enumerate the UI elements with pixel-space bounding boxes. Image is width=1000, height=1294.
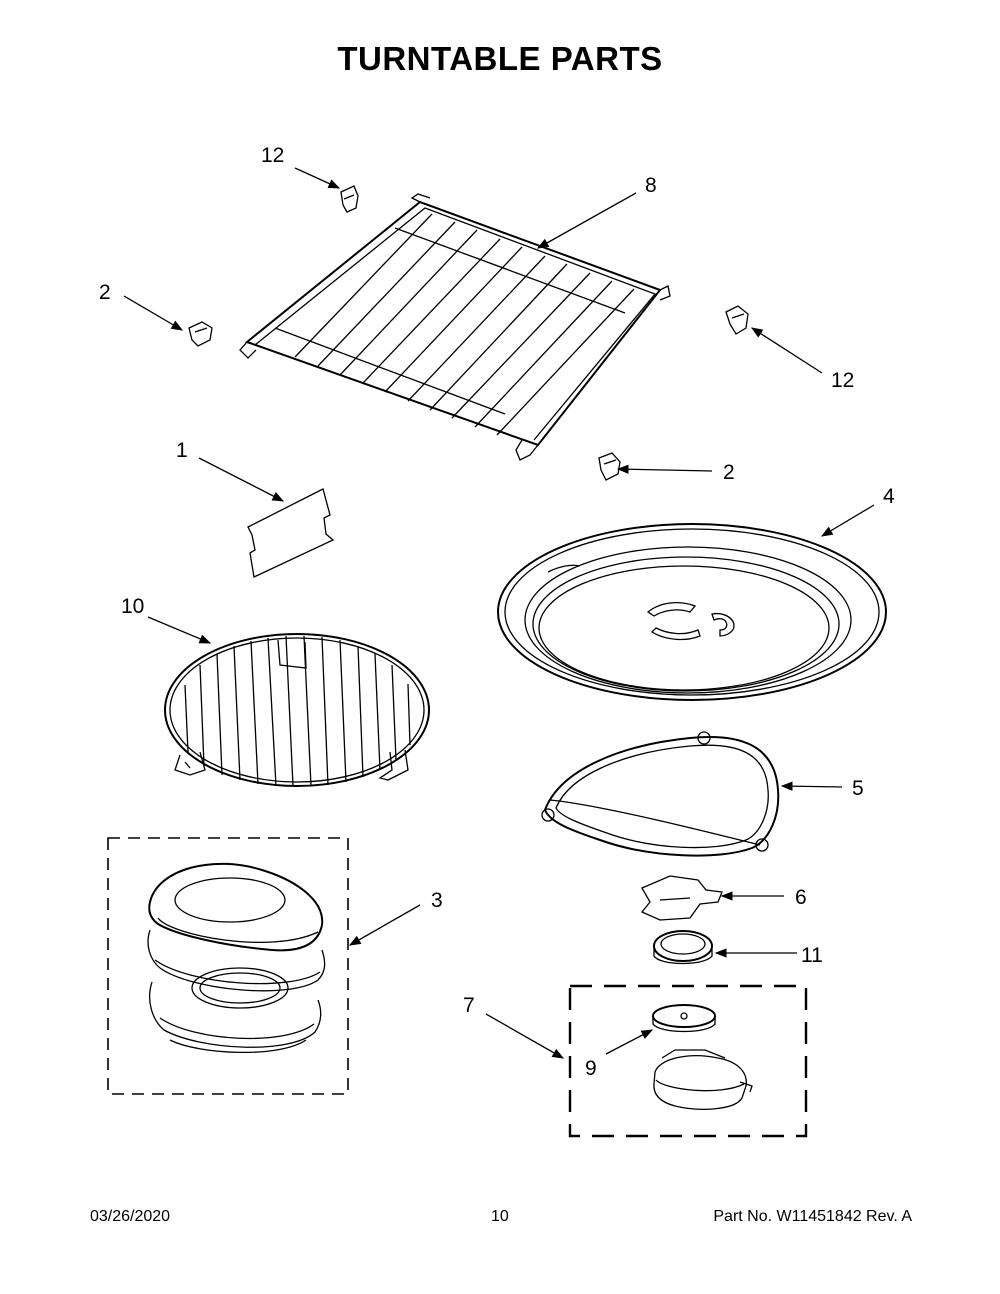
callout-12-right: 12 [831,369,854,392]
round-rack-part [164,633,430,787]
callout-11: 11 [801,944,823,967]
roller-support-part [541,731,780,857]
rack-support-2b [598,452,621,481]
callout-12-top: 12 [261,144,284,167]
rack-support-2a [188,321,213,347]
rack-support-12a [340,185,359,213]
rack-support-12b [725,305,749,335]
callout-4: 4 [883,485,895,508]
callout-9: 9 [585,1057,597,1080]
oven-rack-part [239,193,671,461]
callout-10: 10 [121,595,144,618]
ring-part [653,930,713,965]
callout-6: 6 [795,886,807,909]
waveguide-cover-part [247,488,335,578]
motor-coupler-part [652,1004,716,1033]
callout-3: 3 [431,889,443,912]
callout-2-left: 2 [99,281,111,304]
page-title: TURNTABLE PARTS [337,40,663,77]
footer-page-number: 10 [491,1208,509,1225]
callout-leaders [123,167,875,1059]
turntable-motor-part [653,1049,753,1110]
steamer-group-box [107,837,349,1095]
steamer-part [147,862,326,1054]
glass-turntable-part [497,523,887,701]
motor-group-box [568,984,808,1138]
callout-2-right: 2 [723,461,735,484]
footer-part-number: Part No. W11451842 Rev. A [713,1208,912,1225]
callout-5: 5 [852,777,864,800]
callout-7: 7 [463,994,475,1017]
callout-1: 1 [176,439,188,462]
footer-date: 03/26/2020 [90,1208,171,1225]
coupler-part [640,875,723,921]
callout-8: 8 [645,174,657,197]
